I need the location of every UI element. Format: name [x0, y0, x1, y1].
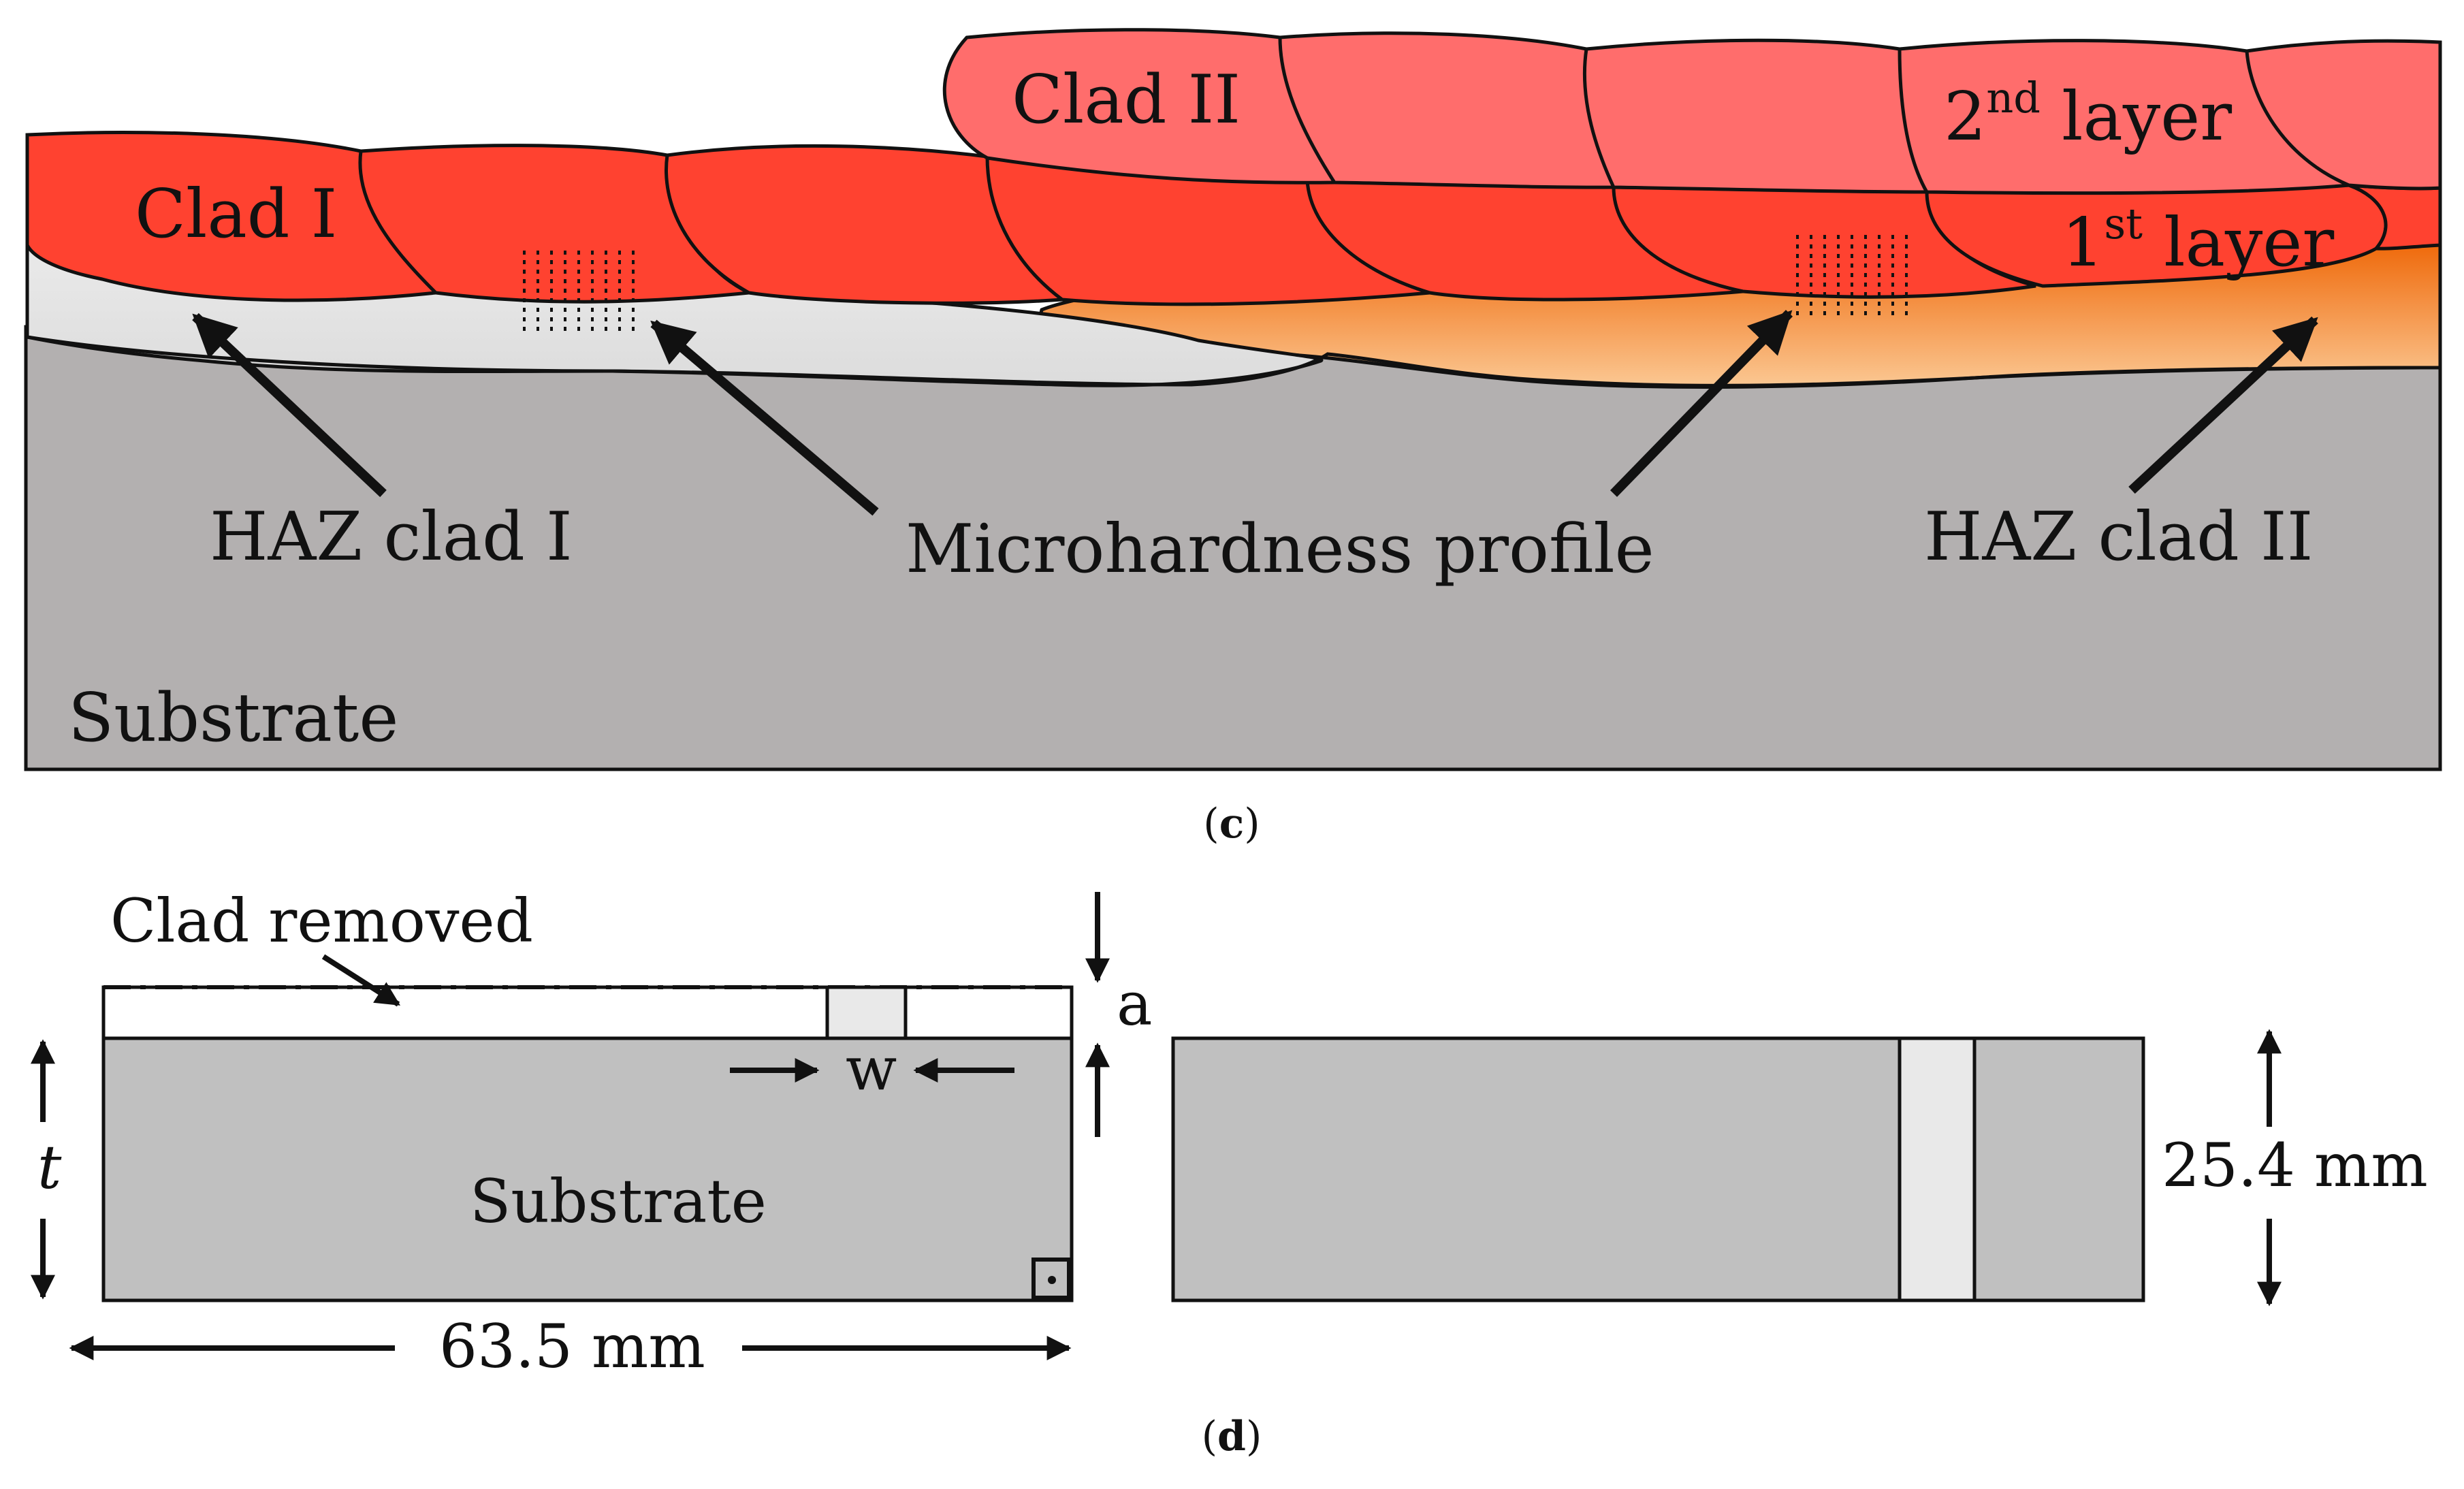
- profile-arrow-left: [650, 319, 879, 516]
- clad-bead: [2245, 39, 2442, 191]
- clad-2nd-layer-beads: [942, 28, 2442, 195]
- clad-1-label: Clad I: [135, 176, 337, 253]
- dimension-arrows-d: [31, 892, 2282, 1360]
- callout-arrows-c: [192, 310, 2318, 516]
- haz-clad-1-label: HAZ clad I: [210, 498, 573, 576]
- profile-arrow-right: [1610, 310, 1793, 497]
- haz-clad-2-label: HAZ clad II: [1924, 498, 2313, 576]
- caption-c: (c): [1203, 800, 1260, 848]
- corner-dot: [1048, 1276, 1056, 1284]
- clad-removed-zone: [101, 985, 1074, 1040]
- caption-d: (d): [1202, 1413, 1262, 1460]
- thickness-t-label: t: [37, 1132, 62, 1202]
- microhardness-profile-label: Microhardness profile: [906, 511, 1654, 588]
- notch-top-view: [1898, 1036, 1977, 1302]
- layer-2-label: 2nd layer: [1944, 73, 2232, 156]
- specimen-top-view: [1171, 1036, 2145, 1302]
- corner-marker: [1031, 1258, 1071, 1300]
- microhardness-profile-marks-1: [523, 251, 635, 334]
- clad-1st-layer-beads: [25, 131, 2442, 306]
- specimen-side-view: [101, 1036, 1074, 1302]
- length-label: 63.5 mm: [439, 1311, 705, 1381]
- panel-c: Clad I Clad II 2nd layer 1st layer HAZ c…: [24, 28, 2442, 848]
- substrate-label-c: Substrate: [68, 679, 398, 757]
- clad-bead: [1278, 31, 1616, 189]
- substrate-block-c: [24, 325, 2442, 771]
- microhardness-profile-marks-2: [1796, 235, 1908, 317]
- width-w-label: w: [846, 1034, 897, 1104]
- substrate-boundary: [27, 335, 2441, 387]
- haz-clad-2-arrow: [2128, 316, 2318, 494]
- clad-bead: [1582, 38, 1930, 194]
- depth-a-label: a: [1117, 969, 1152, 1039]
- layer-1-label: 1st layer: [2062, 199, 2334, 282]
- substrate-label-d: Substrate: [470, 1166, 767, 1236]
- haz-clad-1-arrow: [192, 313, 387, 498]
- clad-removed-arrow: [321, 954, 401, 1007]
- clad-2-label: Clad II: [1012, 61, 1241, 139]
- clad-removed-label: Clad removed: [110, 886, 533, 956]
- notch-w: [825, 985, 908, 1040]
- width-label: 25.4 mm: [2162, 1130, 2428, 1200]
- panel-d: Clad removed a w t Substrate 63.5 mm 25.…: [31, 886, 2428, 1460]
